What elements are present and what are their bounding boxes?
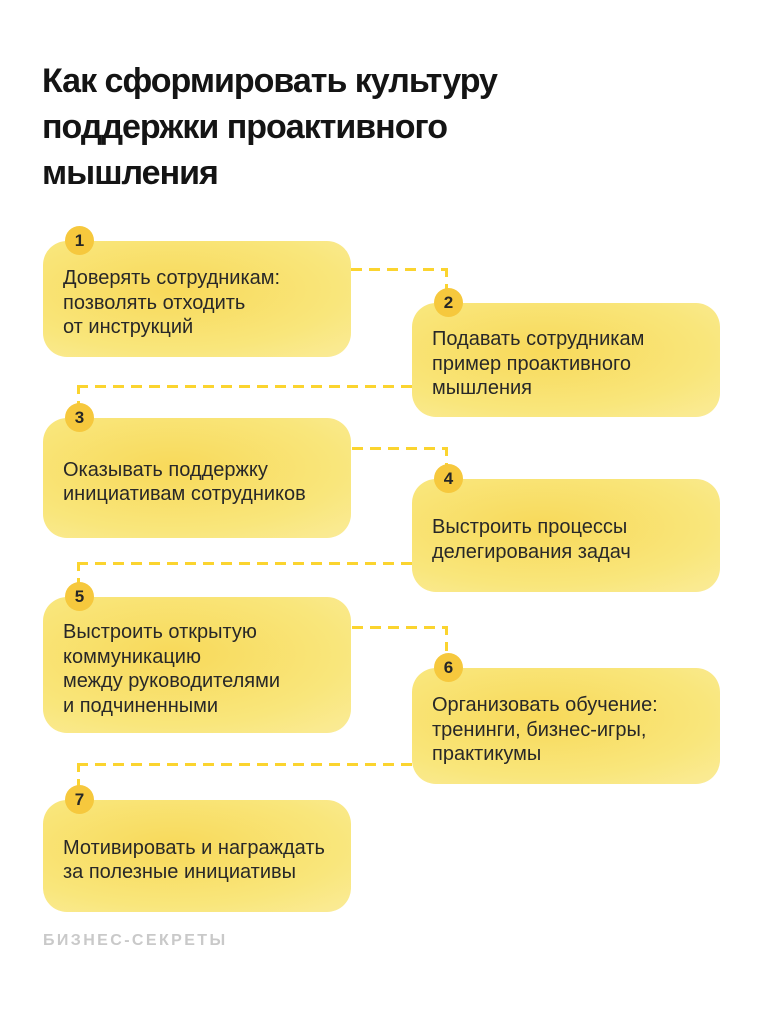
connector-3-horizontal-line bbox=[352, 447, 448, 450]
step-text: Оказывать поддержку инициативам сотрудни… bbox=[63, 458, 306, 506]
page-title: Как сформировать культуру поддержки проа… bbox=[42, 62, 498, 192]
step-text: Организовать обучение: тренинги, бизнес-… bbox=[432, 694, 658, 766]
step-card-7: 7 Мотивировать и награждать за полезные … bbox=[43, 785, 351, 912]
step-number-badge: 3 bbox=[65, 403, 94, 432]
step-number-badge: 2 bbox=[434, 288, 463, 317]
connector-4-horizontal-line bbox=[77, 562, 412, 565]
step-number-badge: 1 bbox=[65, 226, 94, 255]
step-text: Выстроить открытую коммуникацию между ру… bbox=[63, 621, 280, 717]
step-card-6: 6 Организовать обучение: тренинги, бизне… bbox=[412, 653, 720, 784]
connector-4-vertical-line bbox=[77, 562, 80, 584]
connector-6-horizontal-line bbox=[77, 763, 412, 766]
connector-3-vertical-line bbox=[445, 447, 448, 466]
step-number-badge: 7 bbox=[65, 785, 94, 814]
step-number-badge: 5 bbox=[65, 582, 94, 611]
step-card-4: 4 Выстроить процессы делегирования задач bbox=[412, 464, 720, 592]
step-card-5: 5 Выстроить открытую коммуникацию между … bbox=[43, 582, 351, 733]
step-card-1: 1 Доверять сотрудникам: позволять отходи… bbox=[43, 226, 351, 357]
step-text: Подавать сотрудникам пример проактивного… bbox=[432, 328, 645, 400]
connector-6-vertical-line bbox=[77, 763, 80, 787]
connector-1-vertical-line bbox=[445, 268, 448, 291]
step-number-badge: 6 bbox=[434, 653, 463, 682]
connector-1-horizontal-line bbox=[351, 268, 448, 271]
connector-2-vertical-line bbox=[77, 385, 80, 406]
footer: БИЗНЕС-СЕКРЕТЫ bbox=[43, 931, 228, 951]
step-number-badge: 4 bbox=[434, 464, 463, 493]
step-card-2: 2 Подавать сотрудникам пример проактивно… bbox=[412, 288, 720, 417]
step-text: Доверять сотрудникам: позволять отходить… bbox=[63, 267, 281, 339]
brand-logo-text: БИЗНЕС-СЕКРЕТЫ bbox=[43, 932, 228, 949]
step-text: Выстроить процессы делегирования задач bbox=[432, 516, 631, 563]
connector-2-horizontal-line bbox=[77, 385, 412, 388]
step-text: Мотивировать и награждать за полезные ин… bbox=[63, 836, 325, 884]
connector-5-horizontal-line bbox=[352, 626, 448, 629]
connector-5-vertical-line bbox=[445, 626, 448, 655]
step-card-3: 3 Оказывать поддержку инициативам сотруд… bbox=[43, 403, 351, 538]
